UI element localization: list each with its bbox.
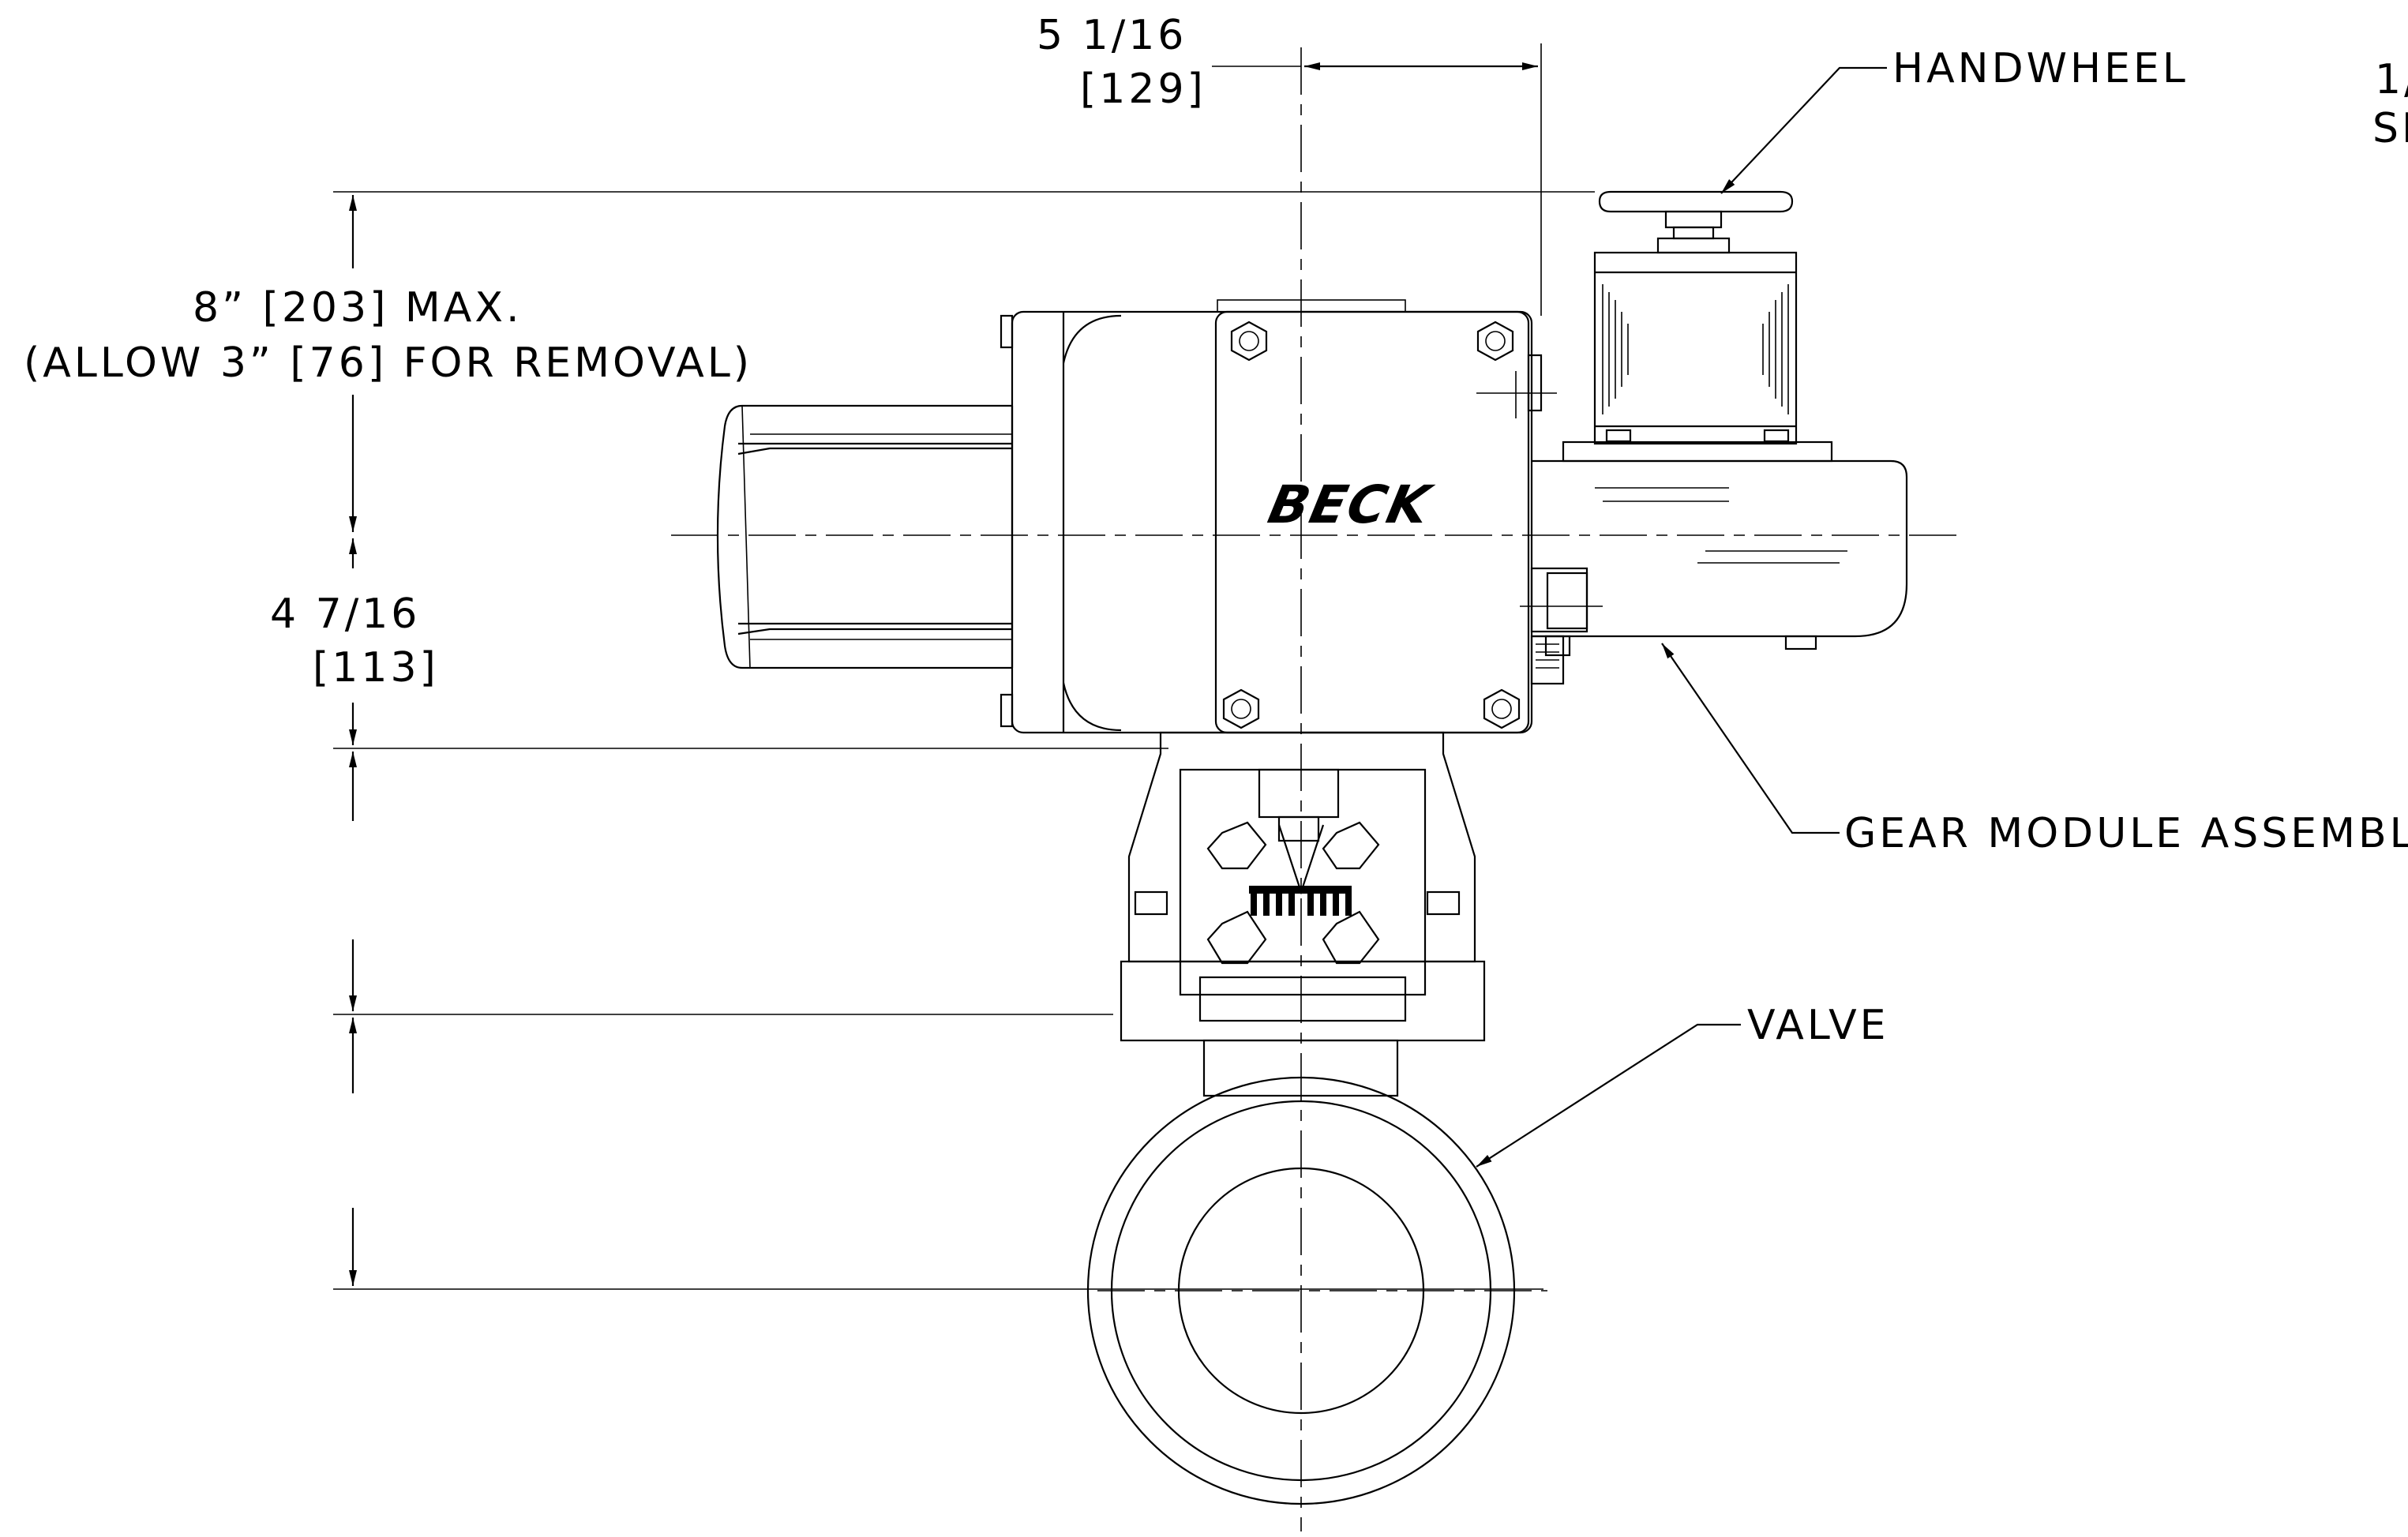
dim-height-lower-value: 4 7/16 xyxy=(270,590,420,638)
dim-height-upper-value: 8” [203] MAX. xyxy=(193,284,523,332)
mounting-bracket xyxy=(1120,731,1486,1042)
brand-logo: BECK xyxy=(1263,474,1438,535)
handwheel xyxy=(1598,190,1794,254)
cutoff-text-2: SI xyxy=(2372,105,2408,152)
dim-width-value: 5 1/16 xyxy=(1037,12,1187,59)
actuator-body xyxy=(1000,299,1557,734)
callout-handwheel: HANDWHEEL xyxy=(1892,45,2189,92)
dim-height-upper-note: (ALLOW 3” [76] FOR REMOVAL) xyxy=(24,339,752,387)
dimension-width-top xyxy=(1212,43,1542,316)
cutoff-text-1: 1/ xyxy=(2375,56,2408,103)
leaders xyxy=(1476,66,1887,1168)
valve-body xyxy=(1086,1039,1516,1505)
dimension-height-left xyxy=(333,191,1595,1290)
dim-width-metric: [129] xyxy=(1080,66,1206,113)
motor-housing xyxy=(716,404,1014,669)
gear-module-assembly xyxy=(1520,251,1908,685)
dim-height-lower-metric: [113] xyxy=(313,644,439,692)
callout-valve: VALVE xyxy=(1747,1002,1889,1049)
center-lines xyxy=(671,47,1966,1531)
callout-gear-module: GEAR MODULE ASSEMBLY xyxy=(1844,810,2408,857)
